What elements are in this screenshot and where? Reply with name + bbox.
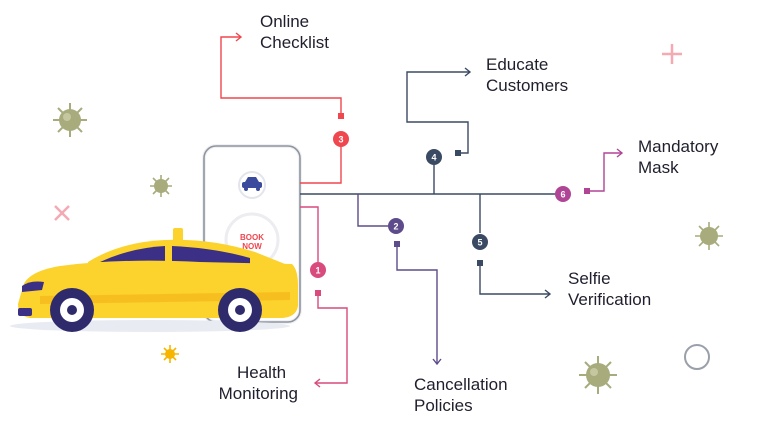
connector-3 [300, 139, 342, 184]
virus-icon [695, 222, 723, 250]
virus-icon [150, 175, 172, 197]
feature-label-online-checklist: Online Checklist [260, 12, 329, 52]
connector-2-lead [396, 244, 438, 364]
taxi-car-illustration [10, 228, 298, 332]
node-4: 4 [426, 149, 442, 165]
virus-icon [579, 356, 617, 394]
node-3: 3 [333, 131, 349, 147]
cross-icon [54, 205, 70, 221]
feature-label-health-monitoring: Health Monitoring [218, 363, 298, 403]
marker-square [477, 260, 483, 266]
node-6: 6 [555, 186, 571, 202]
svg-text:6: 6 [560, 190, 565, 200]
svg-text:2: 2 [393, 222, 398, 232]
marker-square [338, 113, 344, 119]
node-1: 1 [310, 262, 326, 278]
feature-label-selfie-verification: Selfie Verification [568, 269, 652, 309]
marker-square [584, 188, 590, 194]
connector-2 [357, 194, 388, 227]
svg-text:1: 1 [315, 266, 320, 276]
sun-icon [161, 345, 179, 363]
car-icon [242, 177, 262, 191]
marker-square [455, 150, 461, 156]
connector-6 [587, 152, 622, 192]
ring-icon [684, 344, 710, 370]
marker-square [315, 290, 321, 296]
node-2: 2 [388, 218, 404, 234]
connector-5-lead [479, 263, 550, 295]
svg-text:5: 5 [477, 238, 482, 248]
book-now-line-1: BOOK [240, 233, 264, 242]
virus-icon [53, 103, 87, 137]
connector-4-lead [406, 71, 470, 154]
svg-text:3: 3 [338, 135, 343, 145]
node-5: 5 [472, 234, 488, 250]
connector-3-lead [220, 36, 342, 117]
svg-text:4: 4 [431, 153, 436, 163]
connector-1-lead [315, 293, 348, 384]
book-now-line-2: NOW [242, 242, 262, 251]
plus-icon [662, 44, 682, 64]
feature-label-mandatory-mask: Mandatory Mask [638, 137, 719, 177]
feature-label-educate-customers: Educate Customers [486, 55, 569, 95]
marker-square [394, 241, 400, 247]
feature-label-cancellation-policies: Cancellation Policies [414, 375, 508, 415]
connector-1 [300, 206, 319, 262]
